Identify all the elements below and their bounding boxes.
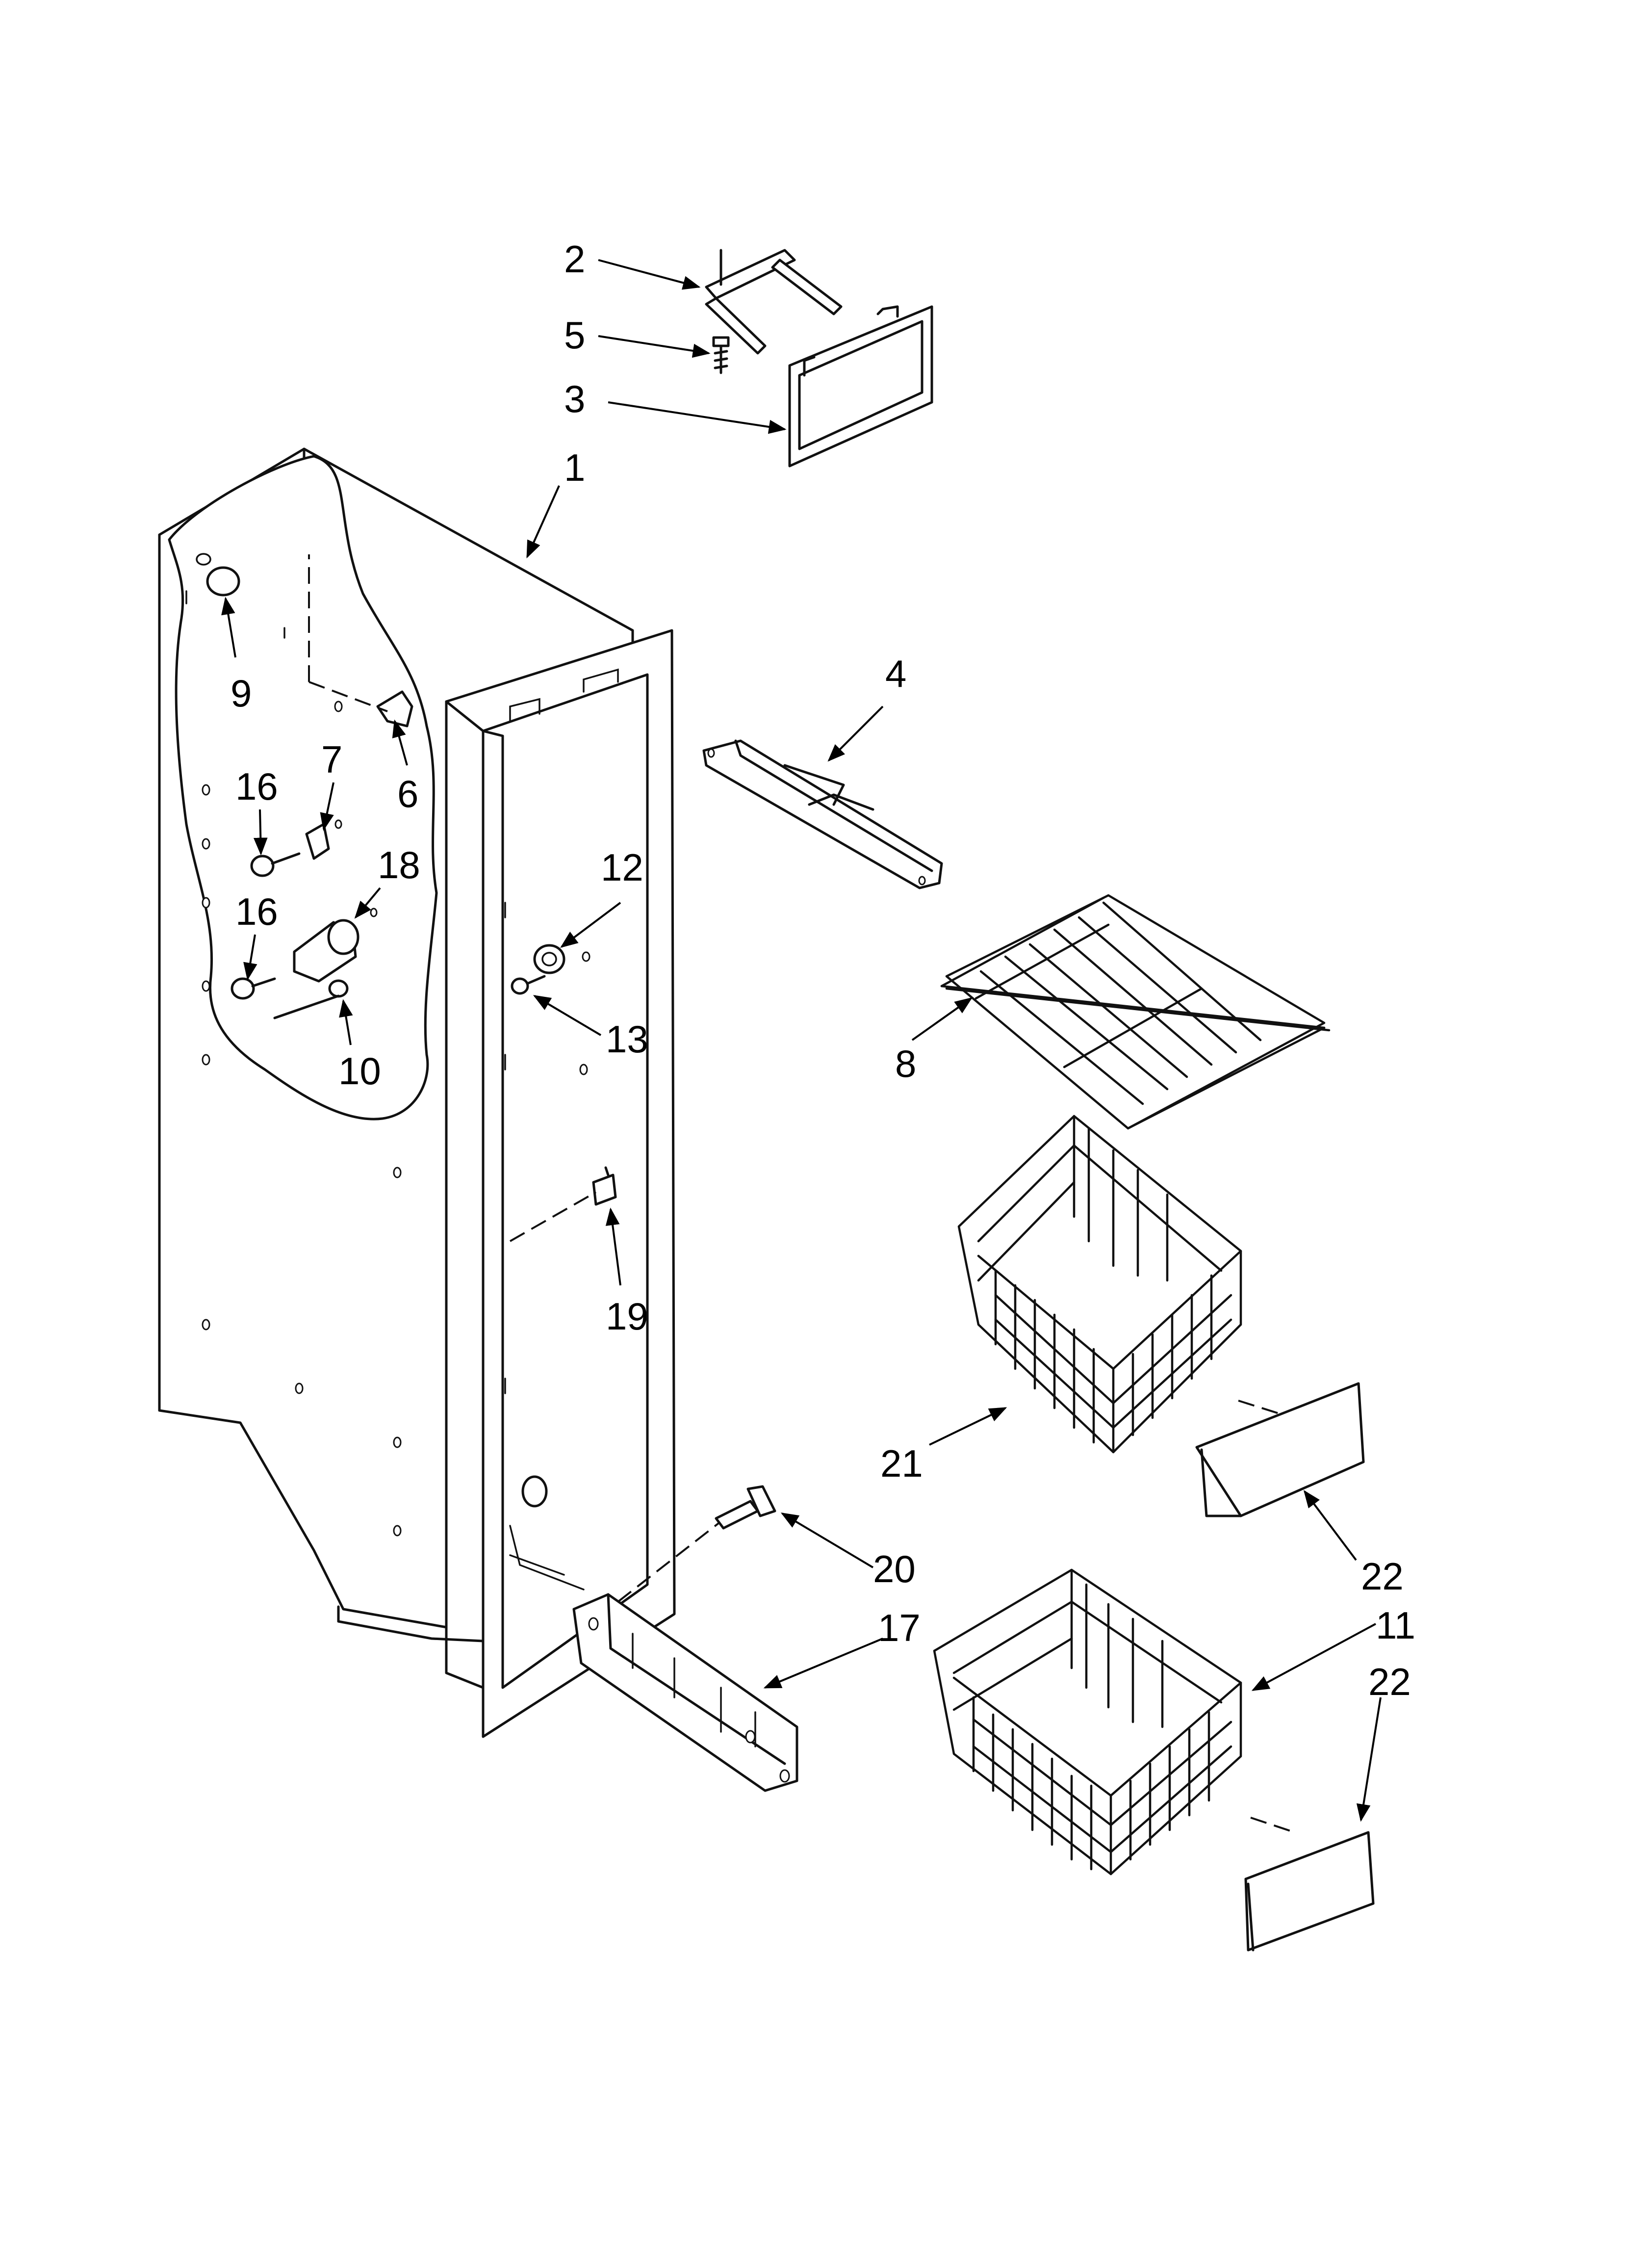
callout-2: 2	[564, 237, 585, 281]
part-3-cover	[788, 305, 933, 468]
part-22-front-upper	[1195, 1382, 1365, 1517]
part-11-basket	[933, 1568, 1242, 1876]
part-16-screw-upper	[250, 852, 301, 877]
part-17-rail	[572, 1593, 798, 1792]
callout-20: 20	[873, 1547, 916, 1590]
callout-5: 5	[564, 313, 585, 357]
callout-19: 19	[606, 1295, 648, 1338]
callout-13: 13	[606, 1017, 648, 1061]
callout-1: 1	[564, 446, 585, 489]
callout-21: 21	[880, 1442, 923, 1485]
part-7-clip	[305, 819, 342, 860]
part-20-screw	[715, 1485, 776, 1530]
part-22-front-lower	[1244, 1831, 1375, 1952]
part-21-basket	[957, 1115, 1242, 1454]
callout-4: 4	[885, 652, 906, 695]
part-16-screw-lower	[231, 977, 276, 1000]
part-12-grommet	[533, 944, 565, 974]
callout-11: 11	[1376, 1604, 1415, 1647]
part-10-bushing	[273, 979, 349, 1019]
callout-16-upper: 16	[235, 765, 278, 808]
callout-leaders	[221, 259, 1382, 1822]
callout-6: 6	[397, 772, 418, 815]
callout-7: 7	[321, 738, 342, 781]
part-9-knob	[196, 553, 240, 597]
callout-12: 12	[601, 846, 643, 889]
freezer-liner	[158, 447, 676, 1738]
callout-labels: 2 5 3 1 4 8 9 6 7 16 18 16 10 12 13 19 2…	[231, 237, 1415, 1703]
part-13-pin	[511, 975, 546, 995]
assembly-lines	[308, 554, 1295, 1833]
callout-22-upper: 22	[1361, 1555, 1404, 1598]
part-2-bracket	[705, 249, 843, 355]
callout-22-lower: 22	[1368, 1660, 1411, 1703]
callout-17: 17	[878, 1606, 921, 1649]
part-5-screw	[712, 336, 730, 374]
callout-10: 10	[338, 1049, 381, 1093]
part-6-clip	[376, 690, 413, 728]
callout-3: 3	[564, 377, 585, 420]
callout-8: 8	[895, 1042, 916, 1085]
part-18-hinge	[293, 908, 378, 983]
callout-9: 9	[231, 672, 252, 715]
part-19-switch	[592, 1166, 617, 1206]
part-4-rail	[702, 739, 943, 889]
callout-16-lower: 16	[235, 890, 278, 933]
callout-18: 18	[378, 843, 420, 886]
part-8-shelf	[940, 894, 1331, 1130]
